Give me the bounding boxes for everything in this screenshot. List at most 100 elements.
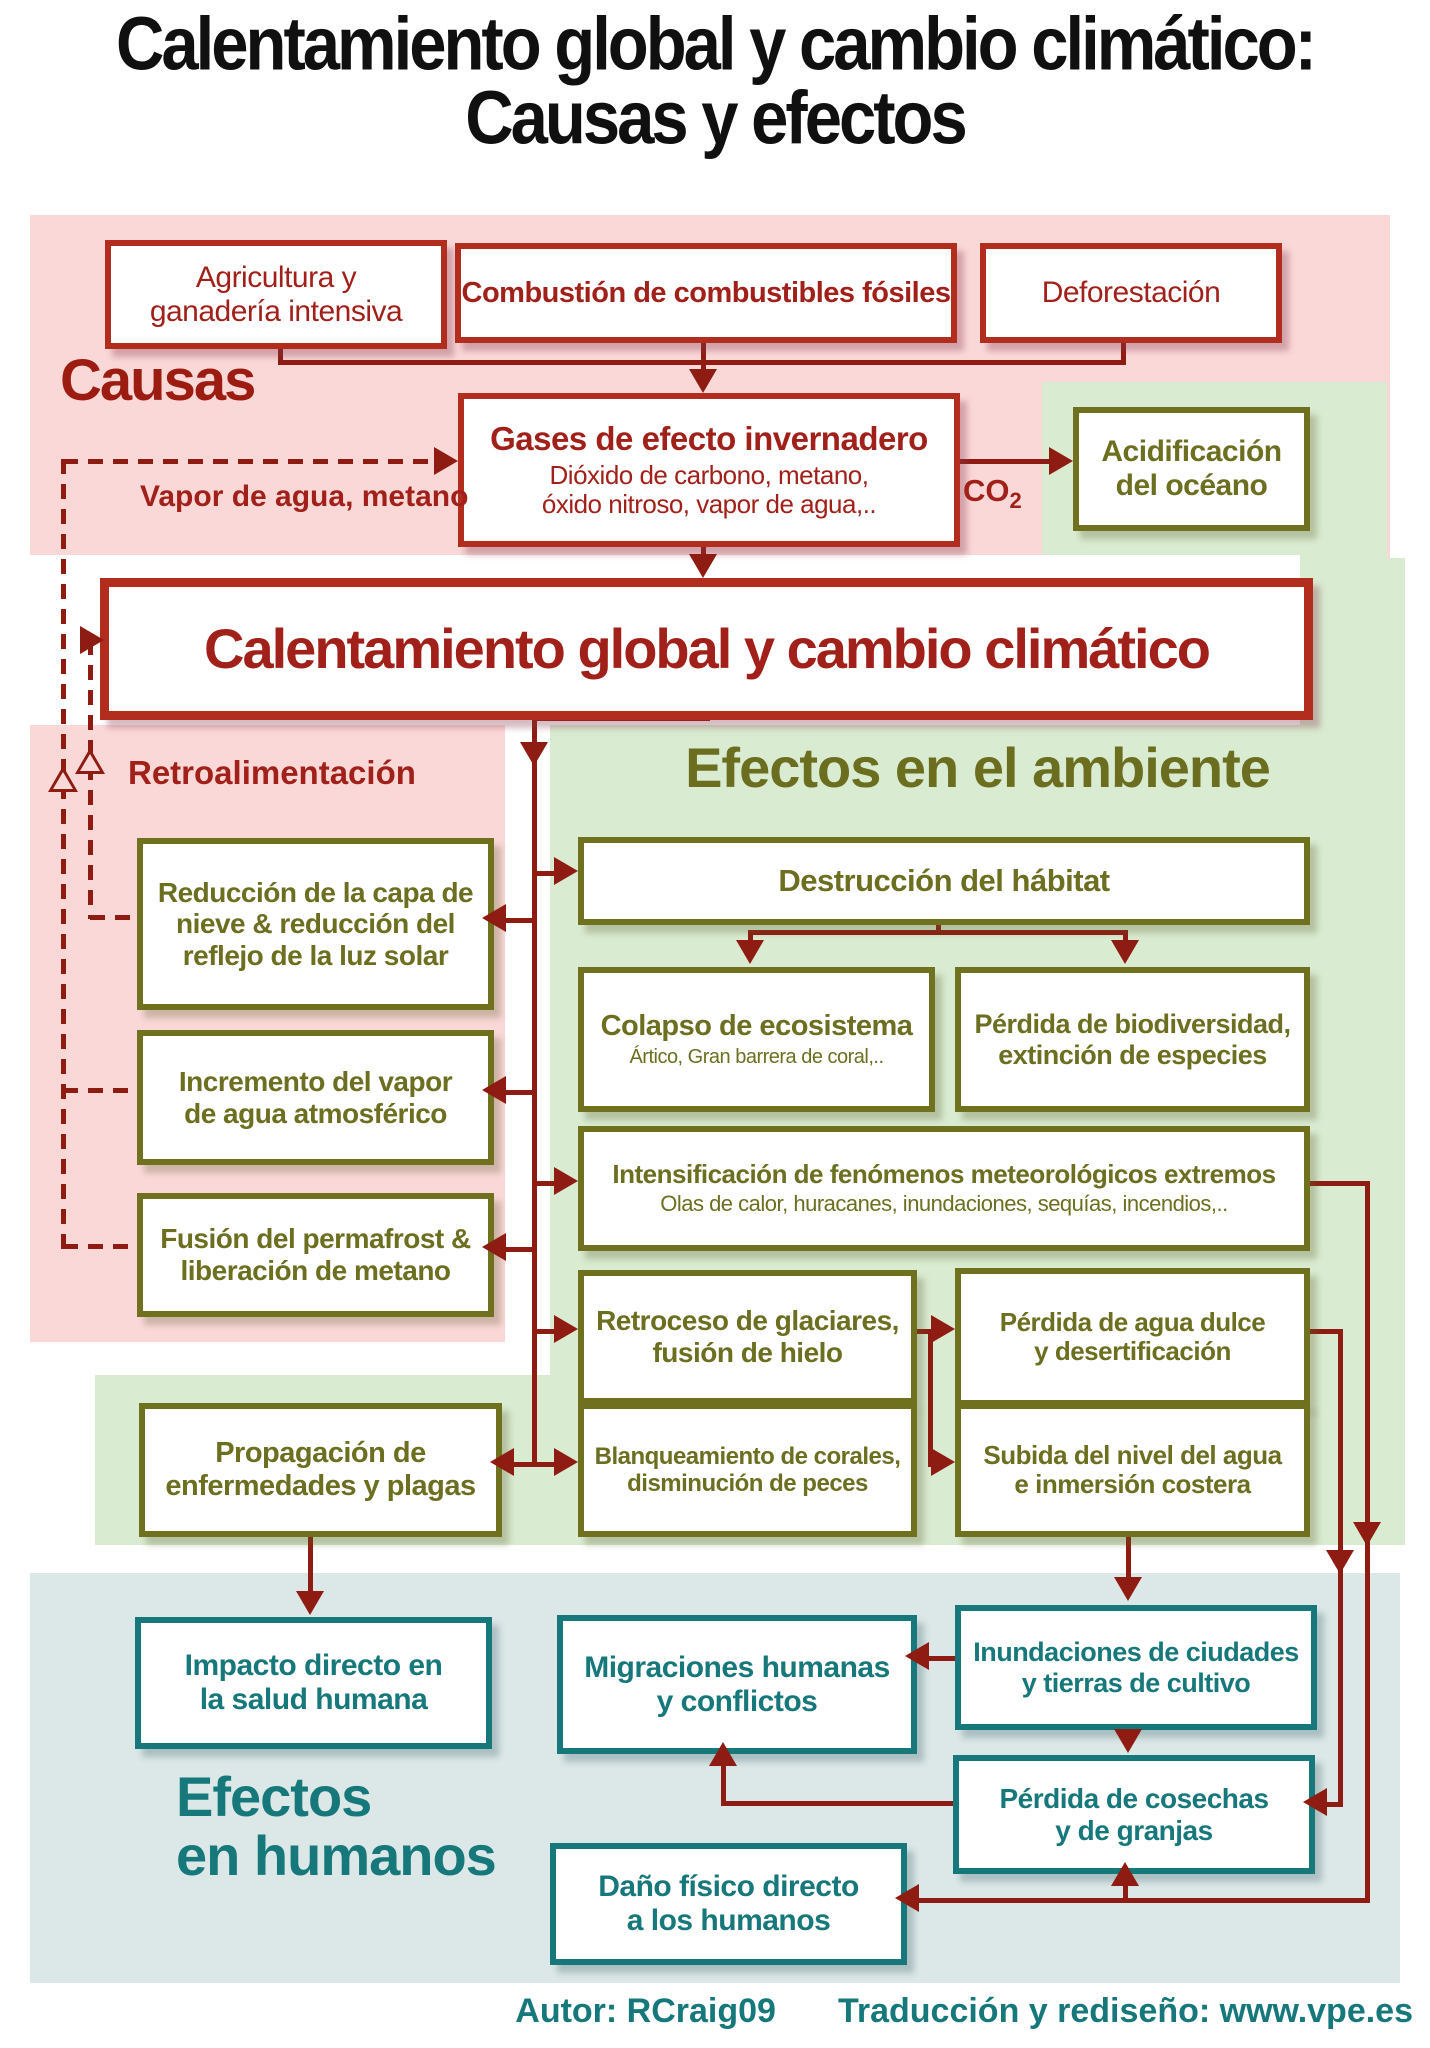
node-line: e inmersión costera (1014, 1469, 1251, 1499)
arrowhead (482, 904, 506, 932)
node-line: enfermedades y plagas (165, 1470, 476, 1502)
node-line: Pérdida de cosechas (999, 1782, 1269, 1814)
node-line: Daño físico directo (598, 1870, 859, 1904)
connector (721, 1801, 953, 1806)
node-gases-invernadero: Gases de efecto invernadero Dióxido de c… (458, 393, 960, 547)
footer-translation: Traducción y rediseño: www.vpe.es (837, 1992, 1413, 2030)
node-colapso-ecosistema: Colapso de ecosistema Ártico, Gran barre… (578, 967, 935, 1112)
node-line: ganadería intensiva (149, 294, 403, 328)
arrowhead (296, 1591, 324, 1615)
section-efectos-ambiente: Efectos en el ambiente (685, 736, 1271, 799)
title-line2: Causas y efectos (465, 75, 967, 160)
node-line: Impacto directo en (184, 1649, 443, 1683)
arrowhead (1303, 1788, 1327, 1816)
node-line: nieve & reducción del (176, 908, 455, 940)
node-line: y conflictos (656, 1684, 818, 1718)
feedback-direction-triangle (80, 754, 100, 771)
node-perdida-cosechas: Pérdida de cosechas y de granjas (953, 1755, 1315, 1874)
connector (701, 330, 706, 361)
arrowhead (80, 626, 104, 654)
section-causas: Causas (60, 348, 256, 413)
node-destruccion-habitat: Destrucción del hábitat (578, 837, 1310, 925)
node-combustion-fosiles: Combustión de combustibles fósiles (455, 243, 957, 343)
node-line: Agricultura y (195, 260, 357, 294)
node-subline: Ártico, Gran barrera de coral,.. (629, 1046, 884, 1069)
footer-author: Autor: RCraig09 (515, 1992, 776, 2030)
arrowhead (1114, 1577, 1142, 1601)
label-co2: CO2 (963, 473, 1022, 514)
node-line: Propagación de (215, 1437, 426, 1470)
node-incremento-vapor: Incremento del vapor de agua atmosférico (137, 1030, 494, 1165)
node-deforestacion: Deforestación (980, 243, 1282, 343)
label-vapor-metano: Vapor de agua, metano (140, 480, 469, 513)
arrowhead (482, 1076, 506, 1104)
node-line: Deforestación (1041, 276, 1221, 310)
arrowhead (1111, 1862, 1139, 1886)
connector (506, 918, 537, 923)
connector (1126, 1525, 1131, 1579)
node-line: Combustión de combustibles fósiles (461, 276, 951, 309)
connector (701, 360, 706, 372)
connector (919, 1898, 1370, 1903)
node-line: Incremento del vapor (178, 1065, 453, 1097)
node-line: Acidificación (1101, 435, 1282, 469)
node-line: Pérdida de biodiversidad, (974, 1009, 1291, 1039)
node-line: y tierras de cultivo (1021, 1667, 1251, 1698)
node-blanqueamiento-corales: Blanqueamiento de corales, disminución d… (578, 1403, 917, 1537)
connector (506, 1090, 537, 1095)
connector (721, 1764, 726, 1804)
node-line: extinción de especies (998, 1039, 1267, 1070)
node-line: reflejo de la luz solar (182, 939, 449, 971)
node-line: Calentamiento global y cambio climático (204, 617, 1211, 681)
connector (925, 1656, 955, 1661)
node-line: y desertificación (1034, 1336, 1231, 1366)
arrowhead (434, 447, 458, 475)
node-perdida-agua-dulce: Pérdida de agua dulce y desertificación (955, 1268, 1310, 1406)
connector (1121, 331, 1126, 361)
connector (748, 930, 1128, 935)
connector (537, 1181, 559, 1186)
arrowhead (1114, 1729, 1142, 1753)
arrowhead (689, 554, 717, 578)
arrowhead (905, 1642, 929, 1670)
feedback-dashed-line (63, 1088, 137, 1093)
node-perdida-biodiversidad: Pérdida de biodiversidad, extinción de e… (955, 967, 1310, 1112)
feedback-dashed-line (63, 1244, 137, 1249)
arrowhead (554, 1315, 578, 1343)
node-line: Intensificación de fenómenos meteorológi… (612, 1158, 1276, 1189)
connector (1298, 1329, 1343, 1334)
arrowhead (482, 1233, 506, 1261)
connector (537, 871, 559, 876)
connector (308, 1525, 313, 1593)
connector (948, 459, 1051, 464)
node-line: Fusión del permafrost & (160, 1223, 471, 1255)
node-reduccion-nieve: Reducción de la capa de nieve & reducció… (137, 838, 494, 1010)
node-calentamiento-global: Calentamiento global y cambio climático (100, 578, 1313, 720)
page-title: Calentamiento global y cambio climático:… (0, 7, 1430, 160)
node-fenomenos-extremos: Intensificación de fenómenos meteorológi… (578, 1126, 1310, 1251)
node-subline: Dióxido de carbono, metano, (549, 459, 869, 490)
arrowhead (520, 742, 548, 766)
arrowhead (554, 1167, 578, 1195)
connector (748, 930, 753, 942)
node-line: disminución de peces (627, 1470, 868, 1497)
arrowhead (554, 1448, 578, 1476)
connector (506, 1247, 537, 1252)
arrowhead (1111, 940, 1139, 964)
node-line: a los humanos (626, 1904, 831, 1937)
arrowhead (1049, 447, 1073, 475)
arrowhead (931, 1448, 955, 1476)
node-dano-fisico: Daño físico directo a los humanos (550, 1843, 907, 1965)
node-line: Colapso de ecosistema (600, 1010, 913, 1043)
node-retroceso-glaciares: Retroceso de glaciares, fusión de hielo (578, 1270, 917, 1404)
connector (1123, 1884, 1128, 1898)
node-line: Blanqueamiento de corales, (594, 1442, 901, 1470)
section-efectos-humanos: Efectos en humanos (176, 1767, 497, 1886)
connector (1327, 1802, 1343, 1807)
node-subline: óxido nitroso, vapor de agua,.. (541, 489, 877, 520)
node-line: liberación de metano (180, 1255, 451, 1286)
node-line: la salud humana (199, 1683, 428, 1716)
node-line: fusión de hielo (652, 1337, 843, 1368)
arrowhead (1353, 1522, 1381, 1546)
arrowhead (736, 940, 764, 964)
